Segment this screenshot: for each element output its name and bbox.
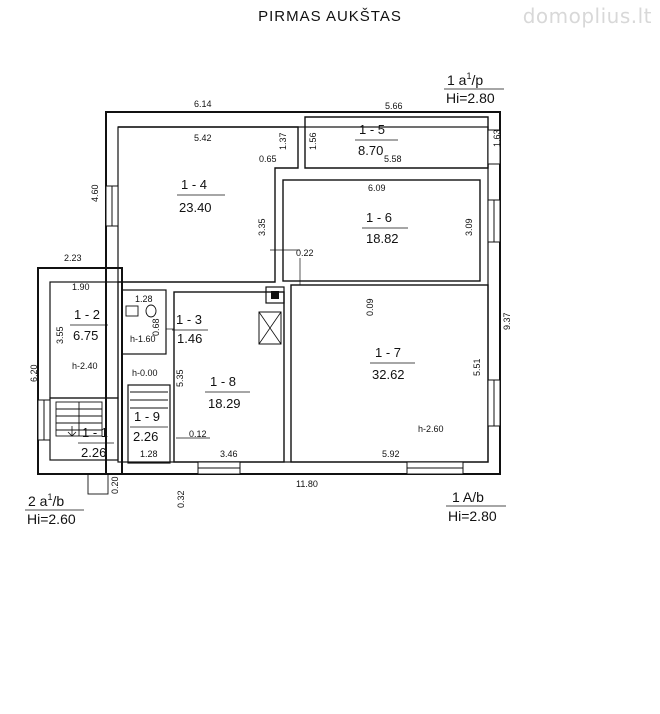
level-labels: 1 a1/p Hi=2.80 2 a1/b Hi=2.60 1 A/b Hi=2… [25,71,506,527]
dim-label: 2.23 [64,253,82,263]
dim-label: 11.80 [296,479,318,489]
level-code-bottom-right: 1 A/b [452,489,484,505]
height-label: h-2.40 [72,361,98,371]
stair-arrow [67,426,77,437]
dimension-lines [166,249,301,439]
stove-cross [258,311,282,345]
level-height-bottom-left: Hi=2.60 [27,511,76,527]
room-1-3-wall [121,289,167,355]
room-1-7-wall [290,284,489,463]
room-1-5-wall [304,116,489,169]
outer-wall [105,111,501,475]
dim-label: 0.09 [365,298,375,316]
dim-label: 5.92 [382,449,400,459]
dim-label: 1.28 [135,294,153,304]
staircase [55,391,168,495]
dim-label: 0.22 [296,248,314,258]
room-1-2-id: 1 - 2 [74,307,100,322]
dim-label: 5.66 [385,101,403,111]
room-1-8-area: 18.29 [208,396,241,411]
room-1-2-area: 6.75 [73,328,98,343]
height-labels: h-2.40 h-1.60 h-0.00 h-2.60 [72,334,444,434]
room-1-9-wall [127,384,171,464]
level-height-bottom-right: Hi=2.80 [448,508,497,524]
dim-label: 6.14 [194,99,212,109]
level-code-bottom-left: 2 a1/b [28,492,64,509]
dim-label: 3.46 [220,449,238,459]
dim-label: 5.42 [194,133,212,143]
room-1-4-area: 23.40 [179,200,212,215]
dim-label: 5.58 [384,154,402,164]
dim-label: 6.20 [29,364,39,382]
toilet-tank [125,305,139,317]
room-1-9-id: 1 - 9 [134,409,160,424]
room-1-9-area: 2.26 [133,429,158,444]
room-1-6-area: 18.82 [366,231,399,246]
room-1-3-area: 1.46 [177,331,202,346]
room-1-1-id: 1 - 1 [82,425,108,440]
room-labels: 1 - 4 23.40 1 - 5 8.70 1 - 6 18.82 1 - 7… [70,122,415,460]
dim-label: 1.56 [308,132,318,150]
dim-label: 0.68 [151,318,161,336]
room-1-5-id: 1 - 5 [359,122,385,137]
room-1-7-id: 1 - 7 [375,345,401,360]
level-code-top-right: 1 a1/p [447,71,483,88]
watermark-logo: domoplius.lt [522,4,652,28]
walls [37,111,501,475]
dim-label: 1.63 [492,129,502,147]
dim-label: 0.32 [176,490,186,508]
chimney-flue [271,291,279,299]
room-1-6-wall [282,179,481,282]
room-1-3-id: 1 - 3 [176,312,202,327]
dim-label: 3.35 [257,218,267,236]
height-label: h-0.00 [132,368,158,378]
dim-label: 0.65 [259,154,277,164]
window-1-5 [487,129,501,165]
dim-label: 1.28 [140,449,158,459]
height-label: h-1.60 [130,334,156,344]
plan-title: PIRMAS AUKŠTAS [258,8,402,25]
toilet-bowl [145,304,157,318]
dim-label: 9.37 [502,312,512,330]
room-1-4-id: 1 - 4 [181,177,207,192]
dim-label: 0.20 [110,476,120,494]
dimension-labels: 6.14 5.66 5.42 5.58 6.09 1.63 1.56 1.37 … [29,99,512,508]
entrance-step [87,473,109,495]
dim-label: 1.90 [72,282,90,292]
room-1-8-id: 1 - 8 [210,374,236,389]
dim-label: 3.55 [55,326,65,344]
dim-label: 0.12 [189,429,207,439]
dim-label: 5.35 [175,369,185,387]
room-1-1-area: 2.26 [81,445,106,460]
dim-label: 6.09 [368,183,386,193]
level-height-top-right: Hi=2.80 [446,90,495,106]
chimney [265,286,285,304]
dim-label: 5.51 [472,358,482,376]
room-1-4-wall [118,126,299,283]
room-1-7-area: 32.62 [372,367,405,382]
room-1-5-area: 8.70 [358,143,383,158]
height-label: h-2.60 [418,424,444,434]
dim-label: 4.60 [90,184,100,202]
stove [258,311,282,345]
dim-label: 3.09 [464,218,474,236]
windows [37,129,501,475]
annex-outer-wall [37,267,123,475]
room-1-6-id: 1 - 6 [366,210,392,225]
dim-label: 1.37 [278,132,288,150]
toilet-fixture [125,304,157,318]
